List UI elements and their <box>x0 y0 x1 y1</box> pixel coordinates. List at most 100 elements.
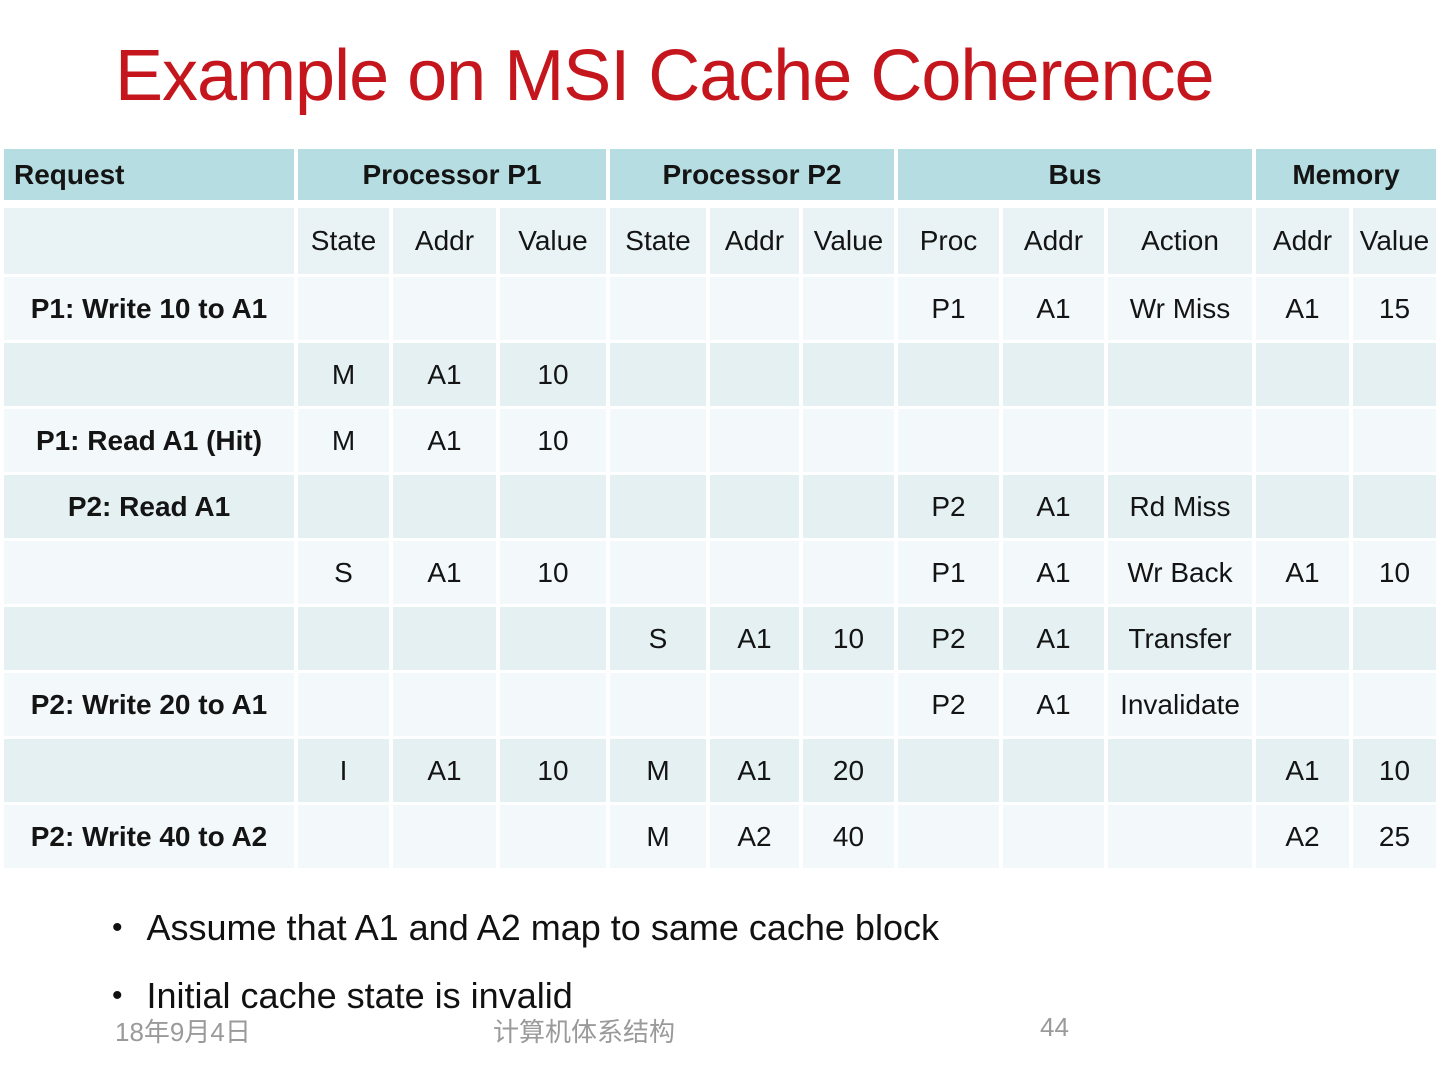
value-cell: P2 <box>898 607 999 670</box>
value-cell <box>1003 409 1104 472</box>
value-cell <box>898 343 999 406</box>
value-cell <box>393 277 496 340</box>
column-group-memory: Memory <box>1256 149 1436 205</box>
value-cell <box>610 541 706 604</box>
subheader-empty <box>4 208 294 274</box>
value-cell <box>500 607 606 670</box>
value-cell <box>1003 343 1104 406</box>
value-cell: Wr Miss <box>1108 277 1252 340</box>
value-cell <box>1256 607 1349 670</box>
subheader-addr: Addr <box>1256 208 1349 274</box>
value-cell <box>1256 409 1349 472</box>
value-cell <box>1108 409 1252 472</box>
value-cell <box>898 739 999 802</box>
subheader-value: Value <box>1353 208 1436 274</box>
subheader-state: State <box>298 208 389 274</box>
value-cell <box>500 805 606 868</box>
value-cell: A1 <box>1003 541 1104 604</box>
request-cell <box>4 541 294 604</box>
value-cell <box>610 343 706 406</box>
request-cell: P2: Read A1 <box>4 475 294 538</box>
value-cell: A1 <box>1003 673 1104 736</box>
value-cell <box>500 277 606 340</box>
value-cell <box>1108 343 1252 406</box>
value-cell <box>1353 409 1436 472</box>
value-cell: S <box>610 607 706 670</box>
value-cell <box>1003 739 1104 802</box>
value-cell: A1 <box>710 739 799 802</box>
value-cell <box>710 409 799 472</box>
subheader-value: Value <box>803 208 894 274</box>
subheader-action: Action <box>1108 208 1252 274</box>
value-cell: P1 <box>898 541 999 604</box>
value-cell <box>393 805 496 868</box>
bullet-item: • Initial cache state is invalid <box>112 973 939 1019</box>
column-group-processor-p2: Processor P2 <box>610 149 894 205</box>
value-cell <box>803 475 894 538</box>
subheader-state: State <box>610 208 706 274</box>
value-cell: A1 <box>1003 277 1104 340</box>
subheader-addr: Addr <box>393 208 496 274</box>
value-cell: A2 <box>1256 805 1349 868</box>
value-cell <box>393 607 496 670</box>
value-cell: Wr Back <box>1108 541 1252 604</box>
value-cell <box>610 475 706 538</box>
value-cell <box>803 409 894 472</box>
value-cell: A2 <box>710 805 799 868</box>
footer-course-title: 计算机体系结构 <box>493 1017 676 1047</box>
value-cell <box>298 805 389 868</box>
value-cell: 10 <box>1353 541 1436 604</box>
value-cell: A1 <box>1003 475 1104 538</box>
slide-title: Example on MSI Cache Coherence <box>115 36 1215 116</box>
value-cell: M <box>298 409 389 472</box>
value-cell: M <box>610 739 706 802</box>
value-cell: M <box>298 343 389 406</box>
value-cell <box>610 409 706 472</box>
value-cell <box>803 277 894 340</box>
value-cell <box>803 541 894 604</box>
value-cell <box>298 673 389 736</box>
bullet-text: Initial cache state is invalid <box>146 975 573 1016</box>
value-cell <box>298 475 389 538</box>
bullet-text: Assume that A1 and A2 map to same cache … <box>146 907 939 948</box>
value-cell: Rd Miss <box>1108 475 1252 538</box>
request-cell: P2: Write 20 to A1 <box>4 673 294 736</box>
value-cell <box>803 343 894 406</box>
value-cell: A1 <box>393 409 496 472</box>
value-cell <box>1256 475 1349 538</box>
value-cell: 40 <box>803 805 894 868</box>
subheader-addr: Addr <box>1003 208 1104 274</box>
column-group-processor-p1: Processor P1 <box>298 149 606 205</box>
value-cell: P2 <box>898 475 999 538</box>
value-cell <box>898 805 999 868</box>
request-cell <box>4 739 294 802</box>
value-cell <box>803 673 894 736</box>
bullet-list: • Assume that A1 and A2 map to same cach… <box>112 905 939 1041</box>
value-cell <box>1108 739 1252 802</box>
value-cell <box>1108 805 1252 868</box>
subheader-value: Value <box>500 208 606 274</box>
request-cell <box>4 343 294 406</box>
value-cell: 10 <box>500 739 606 802</box>
value-cell: A1 <box>1003 607 1104 670</box>
column-group-bus: Bus <box>898 149 1252 205</box>
bullet-marker: • <box>112 911 123 944</box>
value-cell: A1 <box>393 739 496 802</box>
value-cell: 10 <box>500 541 606 604</box>
value-cell <box>1353 607 1436 670</box>
request-cell <box>4 607 294 670</box>
footer-page-number: 44 <box>1040 1012 1069 1042</box>
value-cell: P2 <box>898 673 999 736</box>
value-cell <box>710 673 799 736</box>
value-cell <box>298 277 389 340</box>
value-cell <box>298 607 389 670</box>
